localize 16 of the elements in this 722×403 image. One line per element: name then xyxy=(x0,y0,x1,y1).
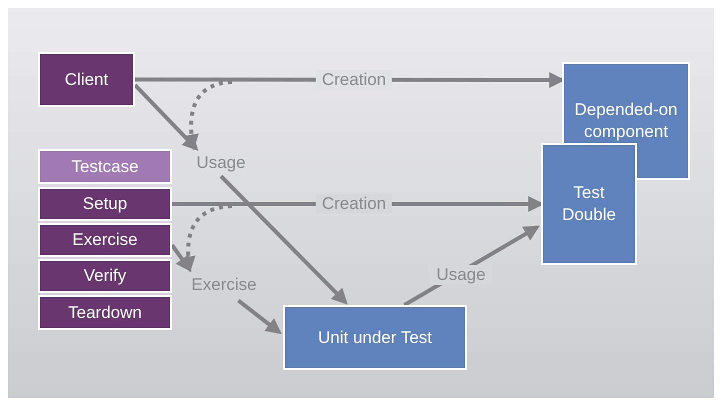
step-box: Setup xyxy=(38,187,172,221)
edge-label: Creation xyxy=(316,194,392,214)
arrow xyxy=(170,244,192,272)
step-box: Teardown xyxy=(38,295,172,330)
edge-label: Creation xyxy=(316,70,392,90)
component-box: Unit under Test xyxy=(283,305,467,370)
step-box: Verify xyxy=(38,259,172,293)
arrow xyxy=(237,299,282,334)
arrow xyxy=(220,174,348,305)
arrow xyxy=(134,84,198,151)
component-box: Test Double xyxy=(541,143,637,265)
flow-label: Usage xyxy=(190,151,252,175)
step-box: Exercise xyxy=(38,223,172,257)
flow-label: Exercise xyxy=(184,273,264,297)
header-box: Testcase xyxy=(38,149,172,184)
step-box: Client xyxy=(38,52,135,107)
